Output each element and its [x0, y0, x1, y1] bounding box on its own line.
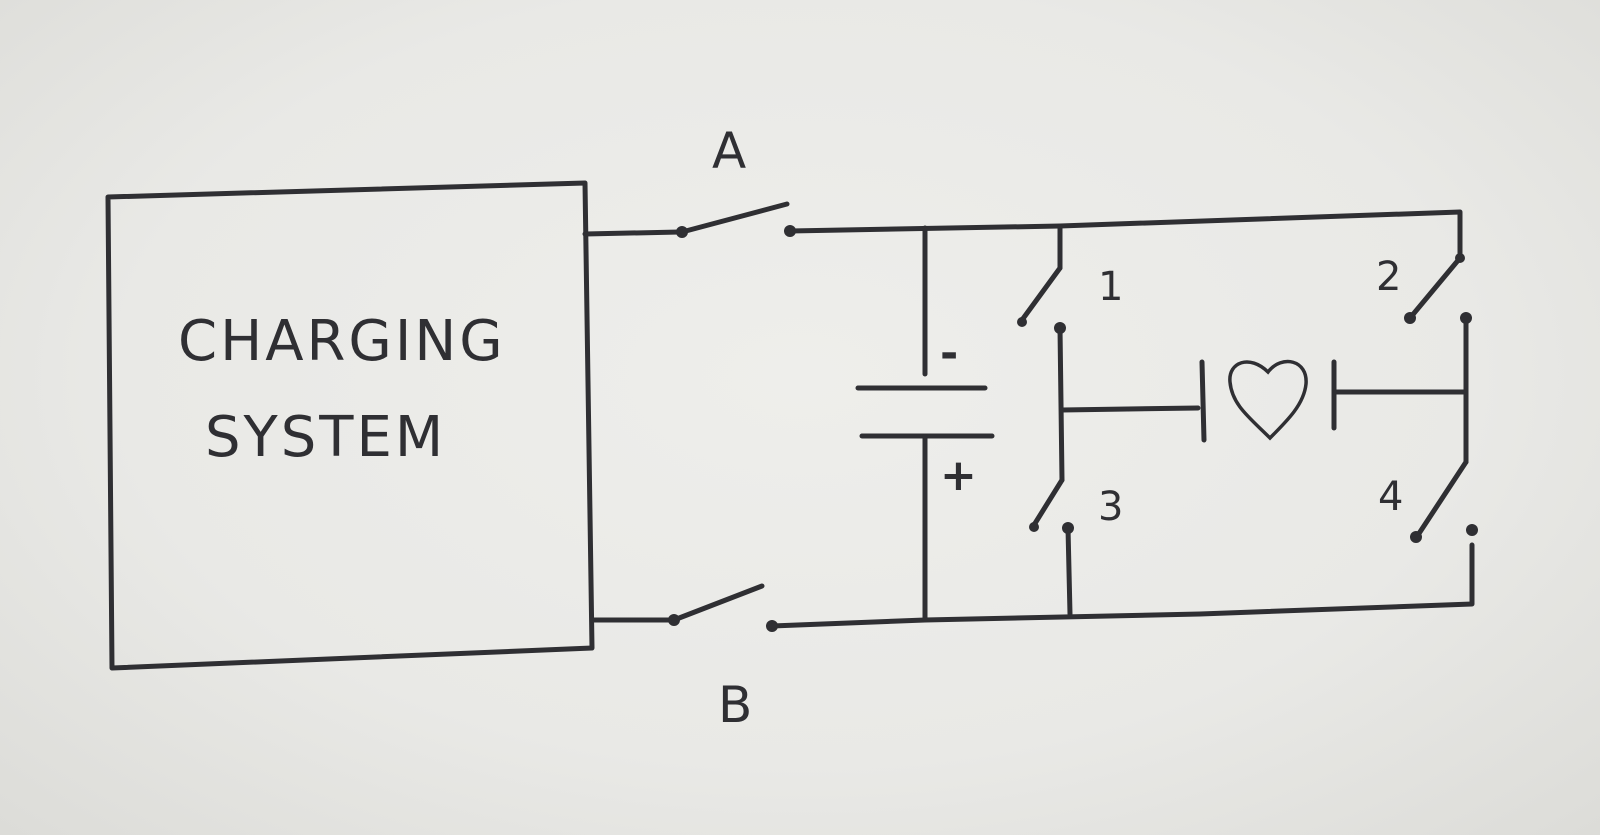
wire-top-rail: [787, 209, 1463, 261]
battery-minus-sign: -: [940, 328, 958, 379]
battery-plus-sign: +: [940, 450, 977, 501]
wire-switch3-bottom: [1065, 525, 1073, 617]
box-label-line1: CHARGING: [178, 309, 506, 374]
charging-system-box: [105, 180, 595, 671]
wire-heart-left: [1059, 405, 1201, 413]
switch-1-label: 1: [1098, 264, 1123, 310]
switch-b-label: B: [718, 676, 752, 734]
switch-3: [1029, 477, 1074, 534]
switch-4-label: 4: [1378, 474, 1403, 520]
switch-3-label: 3: [1098, 484, 1123, 530]
wire-left-branch: [1057, 325, 1065, 483]
switch-a: [676, 201, 796, 238]
switch-2-label: 2: [1376, 254, 1401, 300]
heart-left-plate: [1199, 359, 1207, 443]
switch-1: [1017, 265, 1066, 334]
box-label-line2: SYSTEM: [205, 405, 446, 470]
switch-b: [668, 583, 778, 632]
switch-a-label: A: [712, 122, 746, 180]
switch-2: [1404, 253, 1472, 324]
battery-cell: [855, 225, 995, 623]
wire-top-left: [582, 229, 683, 237]
heart-icon: [1228, 359, 1308, 441]
wire-bottom-rail: [769, 542, 1475, 629]
switch-4: [1410, 459, 1478, 543]
